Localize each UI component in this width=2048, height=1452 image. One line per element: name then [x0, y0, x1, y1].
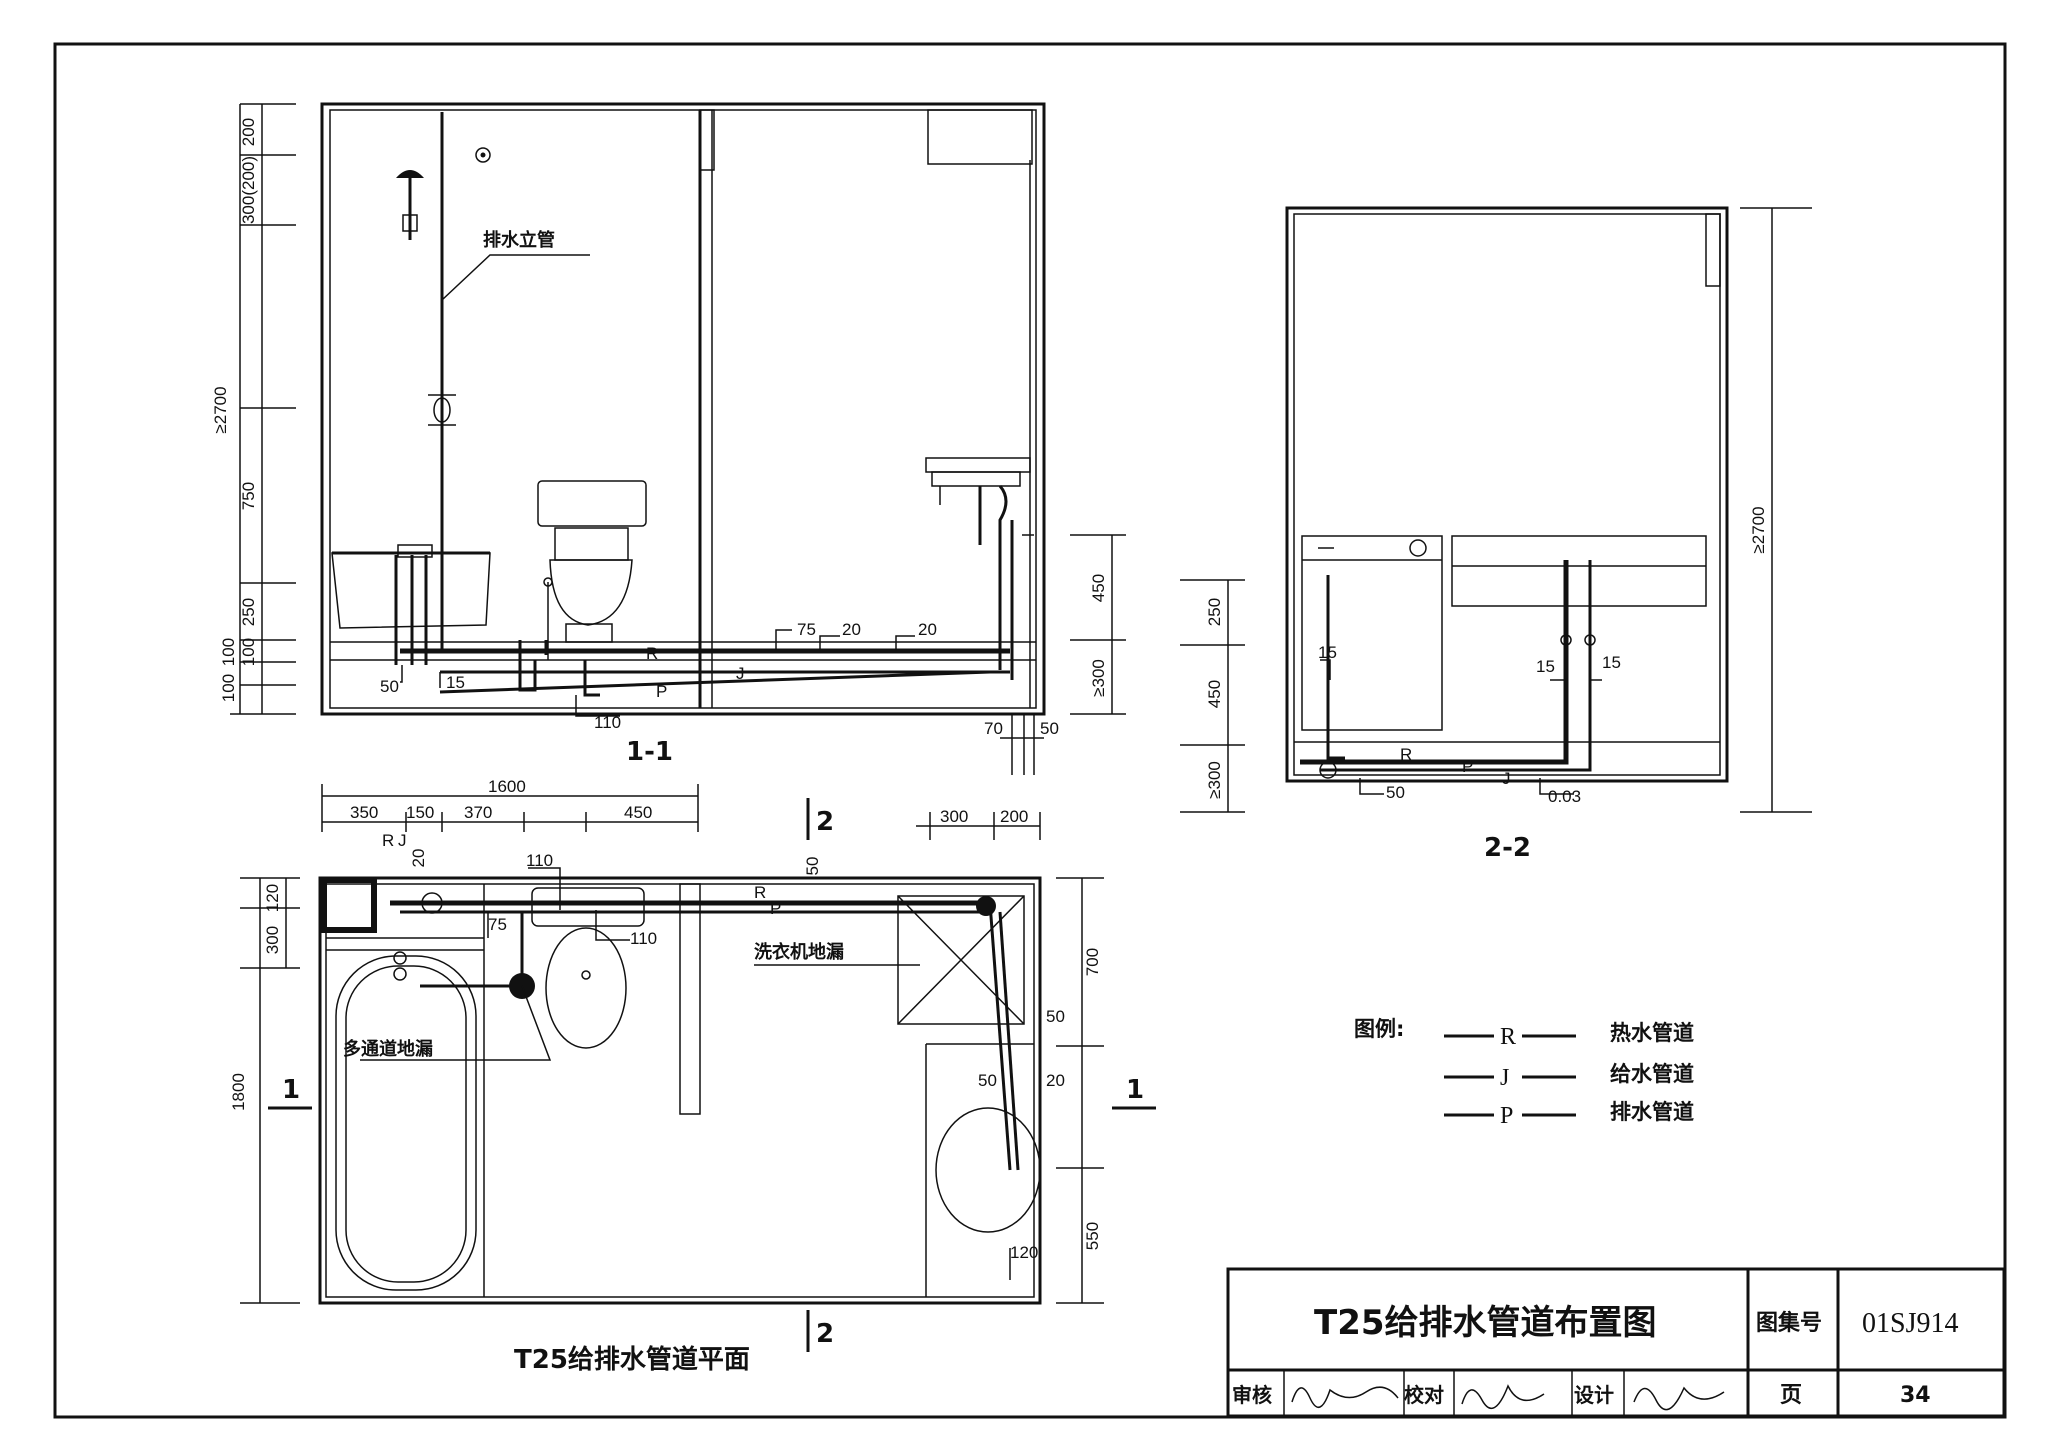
dim-s2-15a: 15 [1318, 643, 1337, 662]
dim-s1-20a: 20 [842, 620, 861, 639]
dim-s1-15: 15 [446, 673, 465, 692]
dim-plan-110b: 110 [630, 929, 657, 948]
dim-plan-1800: 1800 [229, 1073, 248, 1111]
dim-s1-50: 50 [380, 677, 399, 696]
reviewer-signature [1291, 1386, 1399, 1408]
dim-s1-100b: 100 [219, 638, 238, 666]
atlas-label: 图集号 [1756, 1310, 1822, 1336]
plan-view: R P 多通道地漏 洗衣机地漏 1600 350 150 370 450 300… [229, 777, 1156, 1375]
dim-s2-250: 250 [1205, 598, 1224, 626]
dim-plan-350: 350 [350, 803, 378, 822]
legend-label-drain: 排水管道 [1610, 1100, 1694, 1124]
dim-plan-150: 150 [406, 803, 434, 822]
sheet-border [53, 42, 2007, 1419]
dim-plan-300: 300 [940, 807, 968, 826]
dim-plan-75: 75 [488, 915, 507, 934]
dim-plan-370: 370 [464, 803, 492, 822]
page-number: 34 [1900, 1383, 1931, 1408]
multi-drain-label: 多通道地漏 [343, 1038, 433, 1060]
cut-2-bottom: 2 [816, 1319, 834, 1349]
dim-s1-250: 250 [239, 598, 258, 626]
dim-s1-300-200: 300(200) [239, 156, 258, 224]
pipe-code-j-s2: J [1502, 769, 1511, 788]
review-label: 审核 [1232, 1383, 1272, 1407]
dim-plan-50b: 50 [1046, 1007, 1065, 1026]
dim-s2-ge300: ≥300 [1205, 761, 1224, 799]
dim-s1-50b: 50 [1040, 719, 1059, 738]
drain-riser-label: 排水立管 [483, 229, 555, 251]
legend-label-hot: 热水管道 [1610, 1021, 1694, 1045]
plan-label: T25给排水管道平面 [514, 1344, 750, 1375]
dim-s1-total: ≥2700 [211, 386, 230, 433]
dim-plan-110a: 110 [526, 851, 553, 870]
designer-signature [1633, 1386, 1725, 1411]
dim-plan-450: 450 [624, 803, 652, 822]
pipe-code-r-s1: R [646, 644, 658, 663]
dim-s1-450: 450 [1089, 574, 1108, 602]
page-label: 页 [1780, 1383, 1802, 1408]
dim-plan-1600: 1600 [488, 777, 526, 796]
atlas-number: 01SJ914 [1862, 1308, 1958, 1339]
dim-s1-110: 110 [594, 713, 621, 732]
legend-code-r: R [1500, 1024, 1516, 1050]
dim-s1-100a: 100 [239, 638, 258, 666]
legend-code-j: J [1500, 1065, 1509, 1091]
dim-s2-450: 450 [1205, 680, 1224, 708]
section-2-2-label: 2-2 [1484, 833, 1531, 863]
dim-s1-100c: 100 [219, 674, 238, 702]
dim-plan-120: 120 [263, 884, 282, 912]
dim-s1-200: 200 [239, 118, 258, 146]
dim-plan-120b: 120 [1010, 1243, 1038, 1262]
pipe-code-r-plan-top: R [382, 831, 394, 850]
pipe-code-j-s1: J [736, 664, 745, 683]
section-1-1: 排水立管 R J P 75 20 20 50 15 110 200 300(20… [211, 102, 1126, 775]
dim-s1-ge300: ≥300 [1089, 659, 1108, 697]
pipe-code-p-s1: P [656, 682, 667, 701]
drawing-title: T25给排水管道布置图 [1314, 1303, 1657, 1343]
dim-plan-700: 700 [1083, 948, 1102, 976]
dim-plan-550: 550 [1083, 1222, 1102, 1250]
dim-s2-15c: 15 [1602, 653, 1621, 672]
pipe-code-r-s2: R [1400, 745, 1412, 764]
dim-plan-50a: 50 [803, 857, 822, 876]
section-1-1-label: 1-1 [626, 737, 673, 767]
legend-label-supply: 给水管道 [1610, 1062, 1694, 1086]
legend: 图例: R 热水管道 J 给水管道 P 排水管道 [1354, 1017, 1694, 1129]
dim-plan-20a: 20 [409, 849, 428, 868]
dim-s2-50: 50 [1386, 783, 1405, 802]
check-label: 校对 [1404, 1383, 1444, 1407]
washer-drain-label: 洗衣机地漏 [754, 941, 844, 963]
legend-title: 图例: [1354, 1017, 1404, 1041]
cut-1-right: 1 [1126, 1075, 1144, 1105]
dim-s2-slope: 0.03 [1548, 787, 1581, 806]
dim-plan-300v: 300 [263, 926, 282, 954]
pipe-code-p-plan: P [770, 899, 781, 918]
dim-s2-total: ≥2700 [1749, 506, 1768, 553]
legend-code-p: P [1500, 1103, 1513, 1129]
dim-plan-50c: 50 [978, 1071, 997, 1090]
dim-s2-15b: 15 [1536, 657, 1555, 676]
dim-s1-75: 75 [797, 620, 816, 639]
pipe-code-r-plan: R [754, 883, 766, 902]
design-label: 设计 [1574, 1383, 1614, 1407]
pipe-code-p-s2: P [1462, 757, 1473, 776]
cut-2-top: 2 [816, 807, 834, 837]
pipe-code-j-plan-top: J [398, 831, 407, 850]
dim-s1-750: 750 [239, 482, 258, 510]
title-block: T25给排水管道布置图 图集号 01SJ914 审核 校对 设计 页 34 [1226, 1267, 2006, 1418]
checker-signature [1461, 1384, 1545, 1410]
dim-s1-70: 70 [984, 719, 1003, 738]
dim-plan-200: 200 [1000, 807, 1028, 826]
cut-1-left: 1 [282, 1075, 300, 1105]
dim-plan-20b: 20 [1046, 1071, 1065, 1090]
dim-s1-20b: 20 [918, 620, 937, 639]
section-2-2: R P J 15 15 15 50 0.03 250 450 ≥300 ≥270… [1180, 206, 1812, 863]
